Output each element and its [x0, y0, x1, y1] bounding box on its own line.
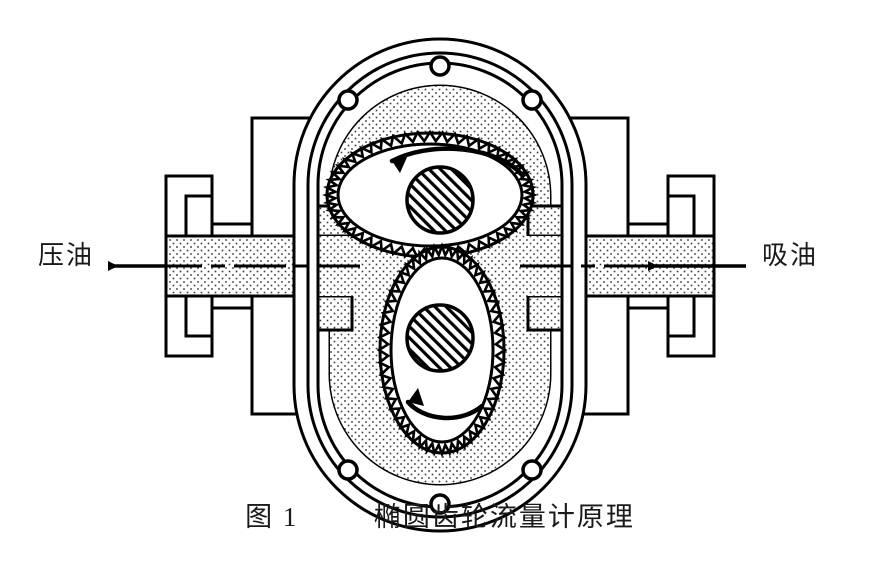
right-flange-step-lower: [666, 294, 696, 338]
bolt-icon: [337, 459, 359, 481]
left-flange-step-upper: [184, 194, 214, 238]
figure-caption: 图 1 椭圆齿轮流量计原理: [0, 495, 880, 534]
right-notch-lower: [526, 294, 564, 332]
upper-rotation-arc: [389, 146, 525, 178]
caption-title: 椭圆齿轮流量计原理: [373, 502, 635, 532]
suction-oil-label: 吸油: [762, 241, 819, 270]
upper-gear-hub: [405, 165, 475, 235]
pressure-oil-label: 压油: [38, 241, 95, 270]
lower-oval-gear: [376, 242, 508, 458]
bolt-icon: [521, 89, 543, 111]
right-flange-step-upper: [666, 194, 696, 238]
bolt-icon: [429, 55, 451, 77]
bolt-icon: [429, 493, 451, 515]
caption-number: 图 1: [245, 502, 299, 532]
flange-bolts: [337, 55, 543, 515]
bolt-icon: [337, 89, 359, 111]
lower-rotation-arrowhead: [408, 388, 424, 406]
lower-rotation-arc: [405, 399, 485, 421]
left-flange-step-lower: [184, 294, 214, 338]
lower-gear-hub: [405, 303, 475, 373]
upper-oval-gear: [322, 129, 538, 261]
upper-rotation-arrowhead: [392, 155, 408, 173]
bolt-icon: [521, 459, 543, 481]
left-notch-lower: [316, 294, 354, 332]
